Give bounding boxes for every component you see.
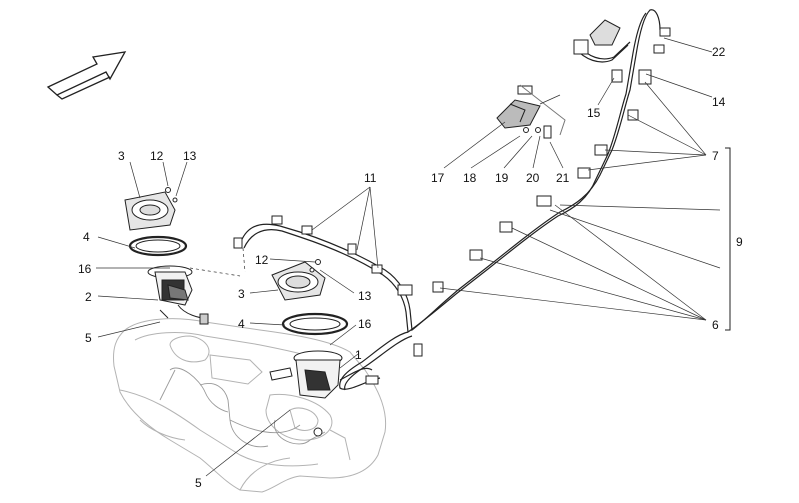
callout-7: 7	[712, 149, 719, 163]
callout-21: 21	[556, 171, 570, 185]
callout-14: 14	[712, 95, 726, 109]
callout-22: 22	[712, 45, 726, 59]
callout-3-center: 3	[238, 287, 245, 301]
callout-6: 6	[712, 318, 719, 332]
leader-lines	[96, 37, 721, 477]
line-clips	[233, 27, 671, 385]
callout-16-left: 16	[78, 262, 92, 276]
callout-12-center: 12	[255, 253, 269, 267]
callout-17: 17	[431, 171, 445, 185]
direction-arrow	[46, 51, 127, 100]
callout-5-bottom: 5	[195, 476, 202, 490]
callout-16-center: 16	[358, 317, 372, 331]
callout-11: 11	[364, 171, 377, 185]
fuel-tank	[113, 318, 387, 493]
callout-13-center: 13	[358, 289, 372, 303]
callout-19: 19	[495, 171, 509, 185]
callout-1: 1	[355, 348, 362, 362]
callout-3-left: 3	[118, 149, 125, 163]
callout-4-center: 4	[238, 317, 245, 331]
fuel-pump-left	[124, 187, 209, 325]
callout-12-left: 12	[150, 149, 164, 163]
callout-20: 20	[526, 171, 540, 185]
callout-15: 15	[587, 106, 601, 120]
callout-5-left: 5	[85, 331, 92, 345]
tank-lines	[159, 367, 326, 448]
callout-18: 18	[463, 171, 477, 185]
callout-13-left: 13	[183, 149, 197, 163]
group-bracket-9	[725, 147, 731, 331]
callout-4-left: 4	[83, 230, 90, 244]
valve-bracket	[496, 19, 621, 139]
callout-9: 9	[736, 235, 743, 249]
fuel-pump-center	[269, 259, 349, 437]
callout-2: 2	[85, 290, 92, 304]
